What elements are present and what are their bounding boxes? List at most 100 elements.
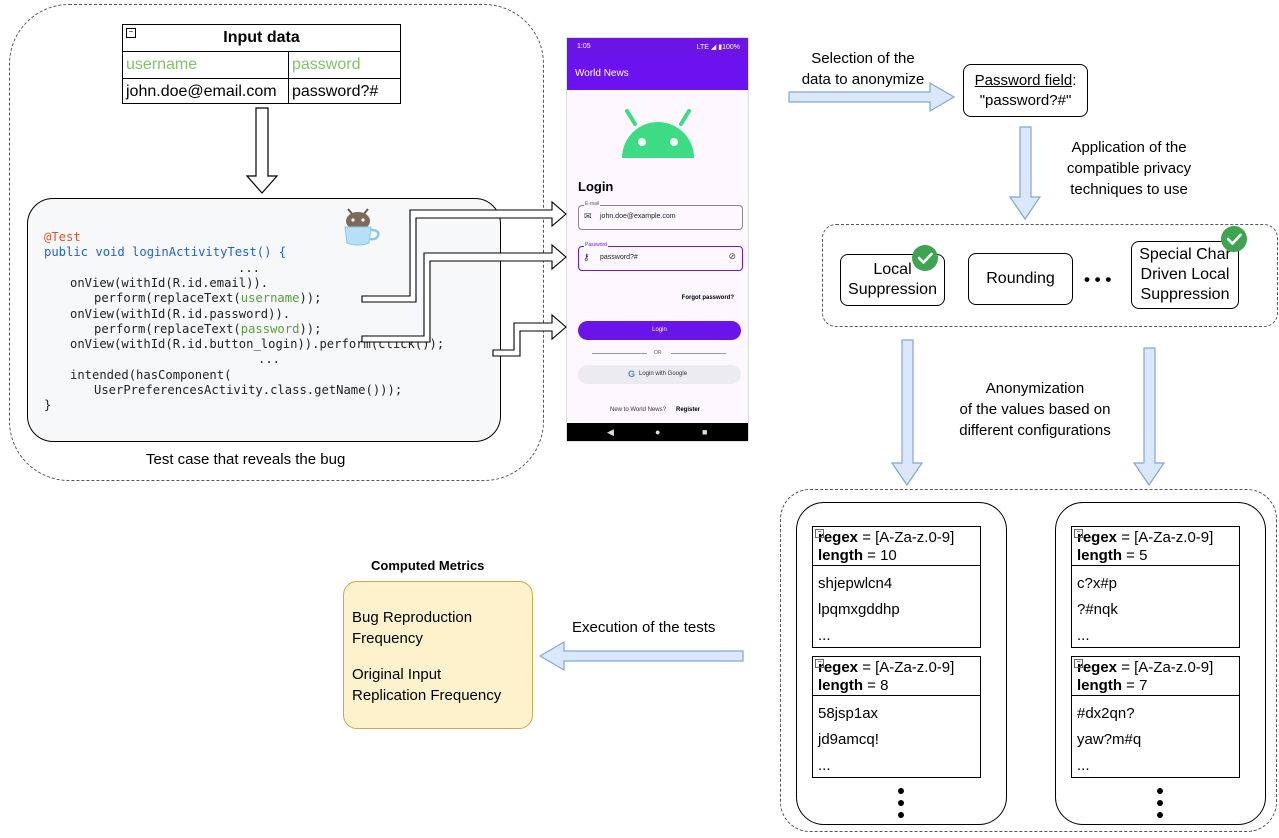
more-dot (1157, 812, 1163, 818)
collapse-icon: − (815, 529, 824, 538)
mail-icon: ✉ (584, 211, 592, 221)
anonymized-value: shjepwlcn4 (818, 575, 893, 592)
register-link[interactable]: Register (676, 407, 701, 413)
password-label: Password (584, 242, 608, 248)
more-dot (898, 788, 904, 794)
arrow-left-icon (538, 640, 744, 672)
anonymized-value: ... (1077, 627, 1090, 644)
email-value: john.doe@example.com (600, 213, 676, 220)
arrow-down-icon (890, 339, 924, 487)
forgot-password-link[interactable]: Forgot password? (681, 295, 734, 301)
config-header: −regex = [A-Za-z.0-9]length = 10 (813, 527, 980, 566)
config-header: −regex = [A-Za-z.0-9]length = 8 (813, 657, 980, 696)
google-button-label: Login with Google (639, 371, 688, 377)
anonymized-value: jd9amcq! (818, 731, 879, 748)
anonymized-value: 58jsp1ax (818, 705, 879, 722)
code-line: onView(withId(R.id.button_login)).perfor… (70, 337, 445, 352)
back-icon[interactable]: ◀ (607, 427, 614, 437)
technique-rounding: Rounding (968, 253, 1073, 305)
anonymized-value: ?#nqk (1077, 601, 1118, 618)
status-time: 1:05 (577, 43, 591, 50)
email-field[interactable]: E-mail ✉ john.doe@example.com (578, 201, 743, 230)
code-line: ... (238, 260, 261, 275)
config-table: −regex = [A-Za-z.0-9]length = 8 58jsp1ax j… (812, 656, 981, 778)
code-line: perform(replaceText(password)); (94, 321, 322, 336)
config-table: −regex = [A-Za-z.0-9]length = 7 #dx2qn? ya… (1071, 656, 1240, 778)
metrics-title: Computed Metrics (371, 558, 485, 573)
collapse-icon: − (126, 28, 136, 38)
config-header: −regex = [A-Za-z.0-9]length = 7 (1072, 657, 1239, 696)
arrow-down-icon (1008, 126, 1042, 221)
visibility-off-icon[interactable]: ⊘ (728, 251, 736, 261)
config-header: −regex = [A-Za-z.0-9]length = 5 (1072, 527, 1239, 566)
anonymized-value: yaw?m#q (1077, 731, 1142, 748)
header-password: password (292, 56, 361, 73)
check-icon (1221, 226, 1247, 252)
value-username: john.doe@email.com (123, 79, 289, 104)
more-dot (898, 812, 904, 818)
anonymized-value: ... (1077, 757, 1090, 774)
config-table: −regex = [A-Za-z.0-9]length = 5 c?x#p ?#nq… (1071, 526, 1240, 648)
code-line: public void loginActivityTest() { (44, 245, 287, 260)
new-user-text: New to World News? (610, 407, 666, 413)
nav-bar: ◀ ● ■ (567, 423, 748, 441)
code-line: perform(replaceText(username)); (94, 291, 322, 306)
anonymized-value: #dx2qn? (1077, 705, 1135, 722)
android-logo (616, 104, 700, 158)
or-divider-right (671, 353, 726, 354)
techniques-group (822, 224, 1278, 327)
code-line: intended(hasComponent( (70, 367, 232, 382)
anonymized-value: ... (818, 757, 831, 774)
app-title: World News (575, 68, 629, 79)
key-icon: ⚷ (583, 252, 590, 262)
email-label: E-mail (584, 201, 601, 207)
code-line: } (44, 398, 52, 413)
phone-screenshot: 1:05 LTE ◢ ▮100% World News Login E-mail… (566, 37, 749, 442)
anonymized-value: c?x#p (1077, 575, 1118, 592)
config-column-right (1055, 502, 1266, 825)
google-icon: G (628, 369, 636, 379)
anonymized-value: ... (818, 627, 831, 644)
check-icon (912, 245, 938, 271)
recents-icon[interactable]: ■ (702, 427, 708, 437)
home-icon[interactable]: ● (655, 427, 661, 437)
code-line: onView(withId(R.id.password)). (70, 306, 291, 321)
status-bar: 1:05 LTE ◢ ▮100% (567, 38, 748, 58)
app-bar: World News (567, 58, 748, 90)
login-heading: Login (578, 179, 614, 194)
code-line: onView(withId(R.id.email)). (70, 275, 269, 290)
google-login-button[interactable]: G Login with Google (578, 365, 741, 384)
config-table: −regex = [A-Za-z.0-9]length = 10 shjepwlc… (812, 526, 981, 648)
password-field[interactable]: Password ⚷ password?# ⊘ (578, 242, 743, 271)
espresso-icon (340, 205, 384, 247)
header-username: username (123, 52, 289, 78)
value-password: password?# (292, 82, 379, 100)
configurations-group (780, 489, 1277, 832)
more-dot (898, 800, 904, 806)
arrow-down-icon (1132, 347, 1166, 487)
code-line: ... (258, 352, 281, 367)
execution-label: Execution of the tests (572, 619, 716, 636)
login-button[interactable]: Login (578, 321, 741, 340)
login-button-label: Login (652, 327, 667, 333)
password-value: password?# (600, 254, 638, 261)
or-text: OR (654, 350, 662, 356)
collapse-icon: − (1074, 529, 1083, 538)
password-field-box: Password field: "password?#" (963, 64, 1088, 117)
more-dot (1157, 800, 1163, 806)
collapse-icon: − (815, 659, 824, 668)
code-line: UserPreferencesActivity.class.getName())… (94, 383, 403, 397)
test-caption: Test case that reveals the bug (146, 451, 346, 468)
config-column-left (796, 502, 1007, 825)
techniques-ellipsis: • • • (1084, 270, 1112, 289)
anonymized-value: lpqmxgddhp (818, 601, 900, 618)
status-icons: LTE ◢ ▮100% (696, 44, 740, 51)
or-divider-left (592, 353, 647, 354)
code-line: @Test (44, 230, 81, 244)
